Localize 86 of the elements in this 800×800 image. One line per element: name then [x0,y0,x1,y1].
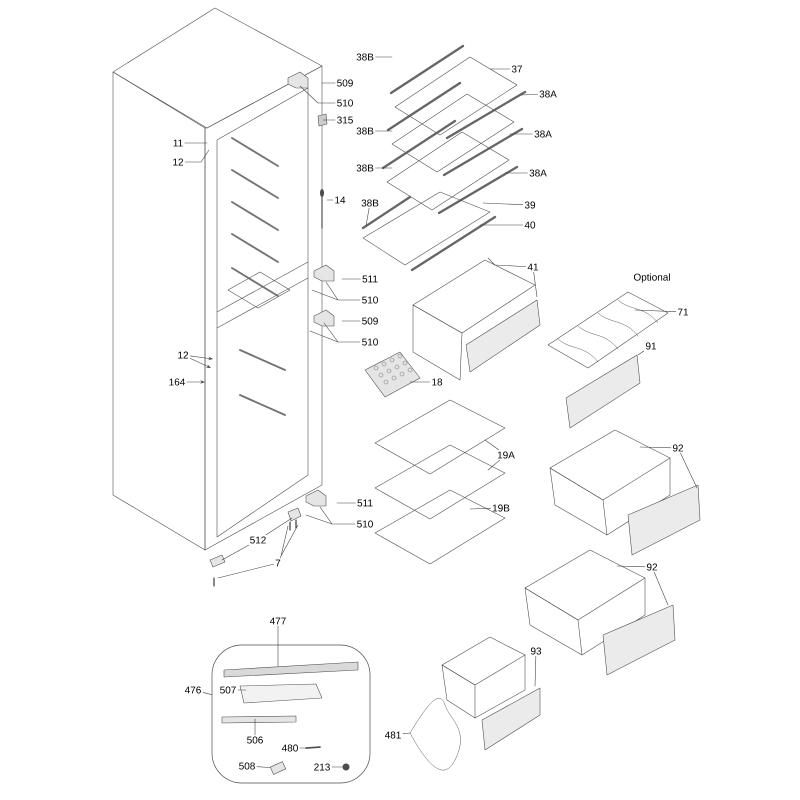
leader-line [310,322,360,342]
callout-number: 38A [540,90,557,98]
callout-number: 510 [362,296,378,304]
leader-line [256,766,270,768]
leader-line [336,502,356,504]
callout-number: 12 [173,158,184,166]
leader-line [654,572,668,606]
leader-line [638,350,644,356]
callout-number: 510 [337,99,353,107]
leader-line [484,440,500,450]
leader-line [222,544,249,560]
callout-number: 14 [335,196,346,204]
callout-number: 510 [362,338,378,346]
leader-line [375,130,392,132]
callout-number: 38A [534,130,552,138]
callout-number: 40 [524,221,536,229]
callout-number: 509 [362,317,378,325]
callout-number: 507 [220,686,236,694]
leader-line [680,452,698,488]
callout-number: 480 [282,744,298,752]
callout-number: 38A [530,169,547,177]
leader-line [306,506,356,524]
callout-number: 12 [178,352,188,358]
callout-number: 511 [357,500,372,506]
callout-number: 19B [492,504,510,512]
leader-line [480,224,524,226]
leader-line [184,150,210,162]
callout-number: 71 [678,308,688,316]
callout-number: 213 [314,764,330,771]
leader-line [280,524,298,558]
leader-line [488,460,500,470]
leader-line [634,310,676,312]
callout-number: 93 [530,648,542,655]
callout-number: 37 [512,65,522,73]
clip-drawing [270,761,286,775]
callout-number: 164 [169,378,186,386]
leader-line [504,172,528,174]
callout-number: 476 [184,686,201,694]
callout-number: 38B [356,127,374,135]
leader-line [332,766,342,768]
callout-number: 509 [337,79,353,87]
leader-line [322,82,336,84]
callout-number: 92 [646,564,658,571]
leader-line [490,68,510,70]
leader-line [312,282,360,300]
callout-number: 510 [357,520,373,528]
callout-number: 508 [239,762,255,770]
callout-number: 39 [524,201,536,209]
callout-number: 38B [362,199,378,207]
leader-line [300,86,336,104]
leader-line [254,718,256,736]
leader-line [470,508,491,510]
leader-line [342,278,361,280]
callout-number: 511 [362,276,378,282]
callout-number: 38B [356,53,374,61]
callout-number: 315 [337,116,353,124]
callout-number: 91 [646,342,656,350]
leader-line [533,272,538,298]
note-text: Optional [634,273,670,283]
callout-number: 512 [250,536,266,544]
callout-number: 506 [247,736,263,744]
leader-line [534,656,536,686]
leader-line [640,446,672,448]
leader-line [202,692,212,695]
leader-line [218,564,274,578]
leader-line [482,202,524,205]
leader-line [366,208,370,226]
callout-number: 41 [528,264,538,270]
leader-line [402,732,410,734]
callout-number: 18 [432,378,442,386]
leader-line [616,566,646,568]
callout-number: 19A [498,452,515,459]
leader-line [342,320,360,322]
leader-line [375,56,392,58]
callout-number: 481 [384,732,401,739]
callout-number: 477 [270,618,286,624]
leader-line [488,258,526,267]
callout-number: 38B [356,164,374,172]
detail-frame [212,644,370,784]
leader-line [190,358,211,368]
callout-number: 11 [174,140,183,146]
callout-number: 92 [672,444,684,452]
leader-line [184,142,208,144]
leader-line [520,94,538,96]
leader-line [266,518,292,536]
callout-number: 7 [276,560,280,566]
